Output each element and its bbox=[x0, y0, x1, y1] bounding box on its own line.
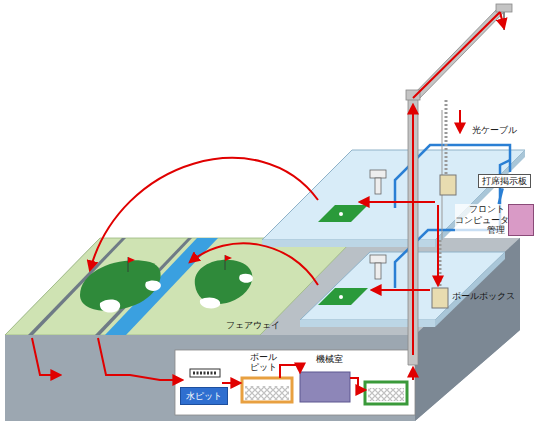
cable-connector bbox=[499, 188, 503, 204]
ground-front bbox=[5, 238, 520, 421]
ball-pit bbox=[242, 378, 292, 402]
node-text: 水ピット bbox=[186, 391, 222, 401]
terminal-box bbox=[508, 204, 534, 236]
machine-room bbox=[175, 350, 415, 415]
ball-box bbox=[440, 175, 456, 195]
ball-tank bbox=[365, 382, 407, 404]
part-label: 光ケーブル bbox=[472, 125, 517, 135]
node-text: 打席掲示板 bbox=[482, 176, 527, 186]
ground-front-face bbox=[5, 335, 415, 421]
machine bbox=[300, 372, 350, 402]
part-label: ボール ピット bbox=[250, 352, 278, 373]
part-label: フェアウェイ bbox=[226, 320, 280, 330]
part-label: 機械室 bbox=[316, 354, 343, 364]
node-text: フロント コンピュータ 管理 bbox=[455, 204, 505, 235]
green bbox=[195, 260, 253, 304]
node-box: 水ピット bbox=[180, 387, 228, 405]
green bbox=[80, 260, 161, 310]
node-box: フロント コンピュータ 管理 bbox=[455, 204, 534, 236]
node-box: 打席掲示板 bbox=[478, 174, 531, 188]
ball-box bbox=[432, 288, 448, 308]
part-label: ボールボックス bbox=[452, 291, 515, 301]
